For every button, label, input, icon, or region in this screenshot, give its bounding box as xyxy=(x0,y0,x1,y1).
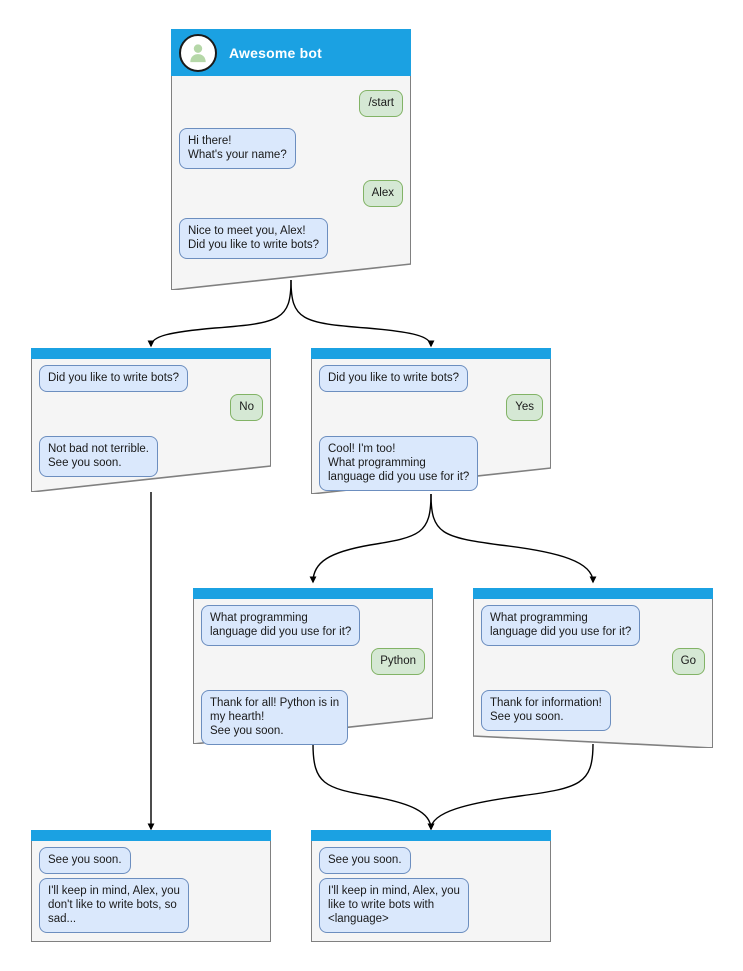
message-row: What programming language did you use fo… xyxy=(481,605,705,646)
node-python[interactable]: What programming language did you use fo… xyxy=(193,588,433,745)
message-row: Alex xyxy=(179,180,403,207)
bot-message-bubble[interactable]: Did you like to write bots? xyxy=(39,365,189,392)
bot-title: Awesome bot xyxy=(229,44,322,61)
bot-message-bubble[interactable]: I'll keep in mind, Alex, you don't like … xyxy=(39,878,189,933)
node-no-titlebar xyxy=(31,348,271,359)
node-root[interactable]: Awesome bot /start Hi there! What's your… xyxy=(171,29,411,290)
message-row: Thank for all! Python is in my hearth! S… xyxy=(201,690,425,745)
message-row: Nice to meet you, Alex! Did you like to … xyxy=(179,218,403,259)
user-message-bubble[interactable]: No xyxy=(230,394,263,421)
bot-message-bubble[interactable]: Thank for information! See you soon. xyxy=(481,690,611,731)
person-avatar-icon xyxy=(179,33,217,72)
user-message-bubble[interactable]: Alex xyxy=(362,180,403,207)
message-row: Did you like to write bots? xyxy=(39,365,263,392)
message-row: No xyxy=(39,394,263,421)
edge-go-to-end-happy xyxy=(427,743,594,831)
bot-message-bubble[interactable]: Thank for all! Python is in my hearth! S… xyxy=(201,690,349,745)
bot-message-bubble[interactable]: See you soon. xyxy=(319,847,411,874)
message-row: See you soon. xyxy=(39,847,263,874)
node-end-sad-titlebar xyxy=(31,830,271,841)
bot-message-bubble[interactable]: What programming language did you use fo… xyxy=(481,605,641,646)
node-end-happy-titlebar xyxy=(311,830,551,841)
node-end-sad[interactable]: See you soon. I'll keep in mind, Alex, y… xyxy=(31,830,271,942)
message-row: What programming language did you use fo… xyxy=(201,605,425,646)
bot-message-bubble[interactable]: Cool! I'm too! What programming language… xyxy=(319,436,479,491)
node-no[interactable]: Did you like to write bots? No Not bad n… xyxy=(31,348,271,492)
message-row: Thank for information! See you soon. xyxy=(481,690,705,731)
node-yes[interactable]: Did you like to write bots? Yes Cool! I'… xyxy=(311,348,551,494)
user-message-bubble[interactable]: Python xyxy=(371,648,425,675)
message-row: I'll keep in mind, Alex, you don't like … xyxy=(39,878,263,933)
bot-message-bubble[interactable]: Did you like to write bots? xyxy=(319,365,469,392)
edge-yes-to-python xyxy=(309,493,432,584)
bot-message-bubble[interactable]: See you soon. xyxy=(39,847,131,874)
user-message-bubble[interactable]: Yes xyxy=(506,394,543,421)
bot-message-bubble[interactable]: Nice to meet you, Alex! Did you like to … xyxy=(179,218,329,259)
message-row: I'll keep in mind, Alex, you like to wri… xyxy=(319,878,543,933)
edge-python-to-end-happy xyxy=(312,743,435,831)
bot-message-bubble[interactable]: I'll keep in mind, Alex, you like to wri… xyxy=(319,878,469,933)
user-message-bubble[interactable]: Go xyxy=(671,648,705,675)
node-root-titlebar: Awesome bot xyxy=(171,29,411,76)
bot-message-bubble[interactable]: Not bad not terrible. See you soon. xyxy=(39,436,159,477)
message-row: Not bad not terrible. See you soon. xyxy=(39,436,263,477)
message-row: Python xyxy=(201,648,425,675)
message-row: Cool! I'm too! What programming language… xyxy=(319,436,543,491)
bot-message-bubble[interactable]: Hi there! What's your name? xyxy=(179,128,296,169)
message-row: See you soon. xyxy=(319,847,543,874)
message-row: Go xyxy=(481,648,705,675)
node-python-titlebar xyxy=(193,588,433,599)
message-row: Hi there! What's your name? xyxy=(179,128,403,169)
node-go-titlebar xyxy=(473,588,713,599)
edge-yes-to-go xyxy=(430,493,597,584)
message-row: Did you like to write bots? xyxy=(319,365,543,392)
user-message-bubble[interactable]: /start xyxy=(359,90,403,117)
node-go[interactable]: What programming language did you use fo… xyxy=(473,588,713,748)
message-row: /start xyxy=(179,90,403,117)
node-yes-titlebar xyxy=(311,348,551,359)
bot-message-bubble[interactable]: What programming language did you use fo… xyxy=(201,605,361,646)
message-row: Yes xyxy=(319,394,543,421)
node-end-happy[interactable]: See you soon. I'll keep in mind, Alex, y… xyxy=(311,830,551,942)
